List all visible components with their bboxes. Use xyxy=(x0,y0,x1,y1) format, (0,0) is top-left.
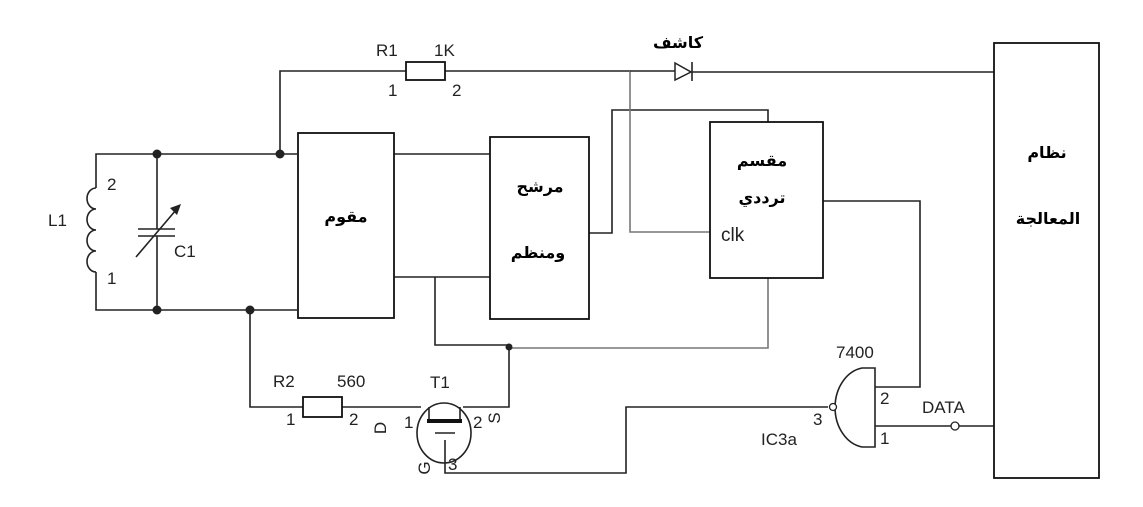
nand-gate xyxy=(828,367,876,448)
transistor-t1 xyxy=(416,402,472,464)
r2-pin2: 2 xyxy=(349,410,358,429)
processing-system-block xyxy=(993,42,1100,479)
junction-dot xyxy=(152,305,162,315)
l1-label: L1 xyxy=(48,211,67,230)
junction-dot xyxy=(275,149,285,159)
gate-pin2: 2 xyxy=(880,389,889,408)
r2-value: 560 xyxy=(337,372,365,391)
t1-pin-d: 1 xyxy=(404,413,413,432)
gate-pin3: 3 xyxy=(813,410,822,429)
l1-pin1: 1 xyxy=(107,269,116,288)
t1-source-label: S xyxy=(485,412,504,423)
r1-label: R1 xyxy=(376,41,398,60)
data-label: DATA xyxy=(922,398,965,417)
processor-label-line2: المعالجة xyxy=(1016,209,1081,228)
t1-drain-label: D xyxy=(371,422,390,434)
filter-label-line2: ومنظم xyxy=(511,243,566,262)
r2-label: R2 xyxy=(273,372,295,391)
gate-pin1: 1 xyxy=(880,429,889,448)
r2-pin1: 1 xyxy=(286,410,295,429)
divider-label-line1: مقسم xyxy=(737,151,787,170)
inductor-l1 xyxy=(86,187,97,273)
t1-pin-g: 3 xyxy=(448,455,457,474)
gate-part-label: 7400 xyxy=(836,343,874,362)
rectifier-block xyxy=(297,132,395,319)
frequency-divider-block xyxy=(709,121,824,279)
diode-icon xyxy=(674,61,693,82)
filter-regulator-block xyxy=(489,136,590,320)
r1-pin2: 2 xyxy=(452,81,461,100)
junction-dot xyxy=(152,149,162,159)
rectifier-label: مقوم xyxy=(324,207,367,226)
data-terminal-icon xyxy=(950,421,960,431)
r1-pin1: 1 xyxy=(388,81,397,100)
r1-value: 1K xyxy=(434,41,455,60)
resistor-r2 xyxy=(302,396,343,418)
junction-dot xyxy=(245,305,255,315)
junction-dot xyxy=(505,343,513,351)
divider-label-line2: ترددي xyxy=(738,188,785,208)
filter-label-line1: مرشح xyxy=(516,177,563,196)
variable-capacitor-c1 xyxy=(135,204,181,258)
clk-label: clk xyxy=(721,225,745,246)
c1-label: C1 xyxy=(174,242,196,261)
wires xyxy=(95,70,994,474)
resistor-r1 xyxy=(405,61,446,81)
t1-gate-label: G xyxy=(415,461,434,474)
diode-label: كاشف xyxy=(653,33,704,52)
gate-name-label: IC3a xyxy=(761,430,797,449)
t1-pin-s: 2 xyxy=(473,413,482,432)
t1-label: T1 xyxy=(430,373,450,392)
processor-label-line1: نظام xyxy=(1027,143,1066,162)
l1-pin2: 2 xyxy=(107,175,116,194)
